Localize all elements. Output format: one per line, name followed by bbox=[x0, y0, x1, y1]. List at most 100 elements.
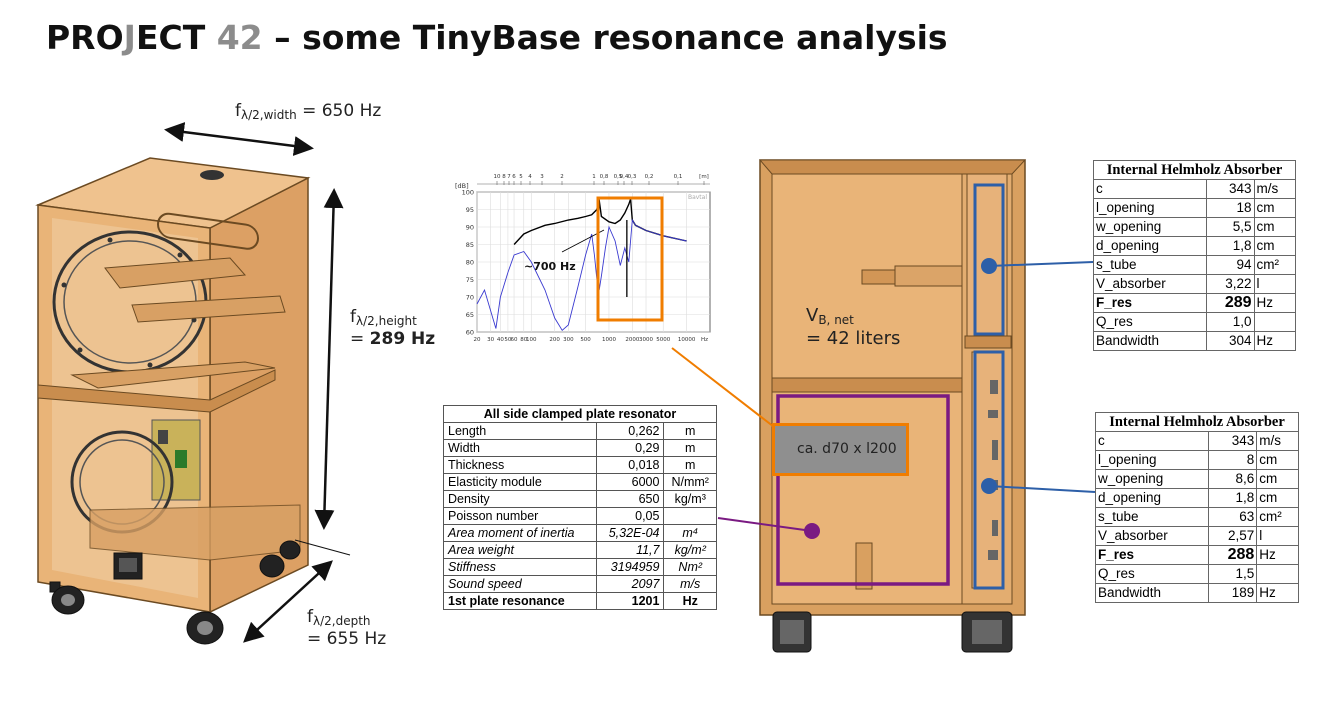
top-tick-label: 0,3 bbox=[628, 174, 637, 180]
x-tick-label: 5000 bbox=[656, 337, 670, 343]
y-tick-label: 65 bbox=[466, 311, 474, 319]
cell-value: 1201 bbox=[595, 592, 665, 610]
x-tick-label: 2000 bbox=[625, 337, 639, 343]
cell-value: 11,7 bbox=[595, 541, 665, 559]
cell-label: s_tube bbox=[1094, 507, 1210, 527]
cell-value: 343 bbox=[1208, 431, 1258, 451]
cell-value: 650 bbox=[595, 490, 665, 508]
cell-value: 0,018 bbox=[595, 456, 665, 474]
y-tick-label: 100 bbox=[462, 189, 474, 197]
cell-unit: cm bbox=[1256, 469, 1299, 489]
top-tick-label: 4 bbox=[528, 174, 532, 180]
top-tick-label: 0,8 bbox=[600, 174, 609, 180]
cell-unit bbox=[1253, 312, 1297, 332]
cell-value: 2,57 bbox=[1208, 526, 1258, 546]
cell-label: Q_res bbox=[1094, 564, 1210, 584]
cell-unit: kg/m³ bbox=[663, 490, 717, 508]
top-tick-label: 0,5 bbox=[614, 174, 623, 180]
cell-value: 63 bbox=[1208, 507, 1258, 527]
top-tick-label: 0,2 bbox=[645, 174, 654, 180]
port-label: ca. d70 x l200 bbox=[797, 441, 897, 457]
cell-label: Area weight bbox=[443, 541, 597, 559]
x-tick-label: 60 bbox=[511, 337, 518, 343]
cell-unit: cm bbox=[1256, 488, 1299, 508]
cell-label: Length bbox=[443, 422, 597, 440]
cabinet-3d-illustration bbox=[35, 157, 311, 645]
annotation-label: ~700 Hz bbox=[524, 260, 576, 273]
cell-unit bbox=[663, 507, 717, 525]
y-tick-label: 95 bbox=[466, 206, 474, 214]
cell-label: c bbox=[1093, 179, 1207, 199]
absorber-bottom-title: Internal Helmholz Absorber bbox=[1095, 412, 1299, 432]
x-tick-label: 20 bbox=[474, 337, 481, 343]
cell-value: 288 bbox=[1208, 545, 1258, 565]
cell-label: w_opening bbox=[1094, 469, 1210, 489]
page-title: PROJECT 42 – some TinyBase resonance ana… bbox=[46, 18, 948, 57]
cell-unit: m/s bbox=[1256, 431, 1299, 451]
x-tick-label: 300 bbox=[563, 337, 574, 343]
cell-label: Stiffness bbox=[443, 558, 597, 576]
cell-unit: cm bbox=[1256, 450, 1299, 470]
cell-label: w_opening bbox=[1093, 217, 1207, 237]
x-tick-label: 40 bbox=[497, 337, 504, 343]
cell-value: 304 bbox=[1205, 331, 1255, 351]
port-box bbox=[772, 423, 909, 476]
cell-value: 5,32E-04 bbox=[595, 524, 665, 542]
top-tick-label: 5 bbox=[519, 174, 523, 180]
cell-value: 3,22 bbox=[1205, 274, 1255, 294]
cell-value: 2097 bbox=[595, 575, 665, 593]
height-resonance-label: fλ/2,height= 289 Hz bbox=[350, 307, 436, 349]
cell-value: 1,8 bbox=[1205, 236, 1255, 256]
cell-label: l_opening bbox=[1094, 450, 1210, 470]
cell-unit: cm bbox=[1253, 198, 1297, 218]
cell-unit: cm bbox=[1253, 236, 1297, 256]
cell-unit: m bbox=[663, 439, 717, 457]
cell-value: 1,8 bbox=[1208, 488, 1258, 508]
cell-label: d_opening bbox=[1093, 236, 1207, 256]
volume-label: VB, net= 42 liters bbox=[806, 305, 901, 349]
cell-value: 8,6 bbox=[1208, 469, 1258, 489]
y-tick-label: 85 bbox=[466, 241, 474, 249]
cell-unit: Hz bbox=[1256, 583, 1299, 603]
cell-value: 94 bbox=[1205, 255, 1255, 275]
cell-unit: m bbox=[663, 422, 717, 440]
cell-value: 343 bbox=[1205, 179, 1255, 199]
cell-unit: m bbox=[663, 456, 717, 474]
x-tick-label: 50 bbox=[504, 337, 511, 343]
top-tick-label: 7 bbox=[507, 174, 511, 180]
x-tick-label: 3000 bbox=[639, 337, 653, 343]
cell-label: F_res bbox=[1094, 545, 1210, 565]
cell-value: 8 bbox=[1208, 450, 1258, 470]
cell-label: l_opening bbox=[1093, 198, 1207, 218]
top-tick-label: 8 bbox=[502, 174, 506, 180]
cell-label: V_absorber bbox=[1093, 274, 1207, 294]
top-tick-label: 0,1 bbox=[674, 174, 683, 180]
cell-unit: m/s bbox=[663, 575, 717, 593]
corner-label: Bavtal bbox=[688, 194, 707, 201]
x-tick-label: 200 bbox=[549, 337, 560, 343]
cell-value: 0,05 bbox=[595, 507, 665, 525]
plate-table-title: All side clamped plate resonator bbox=[443, 405, 717, 423]
top-tick-label: 3 bbox=[540, 174, 544, 180]
cell-unit: N/mm² bbox=[663, 473, 717, 491]
